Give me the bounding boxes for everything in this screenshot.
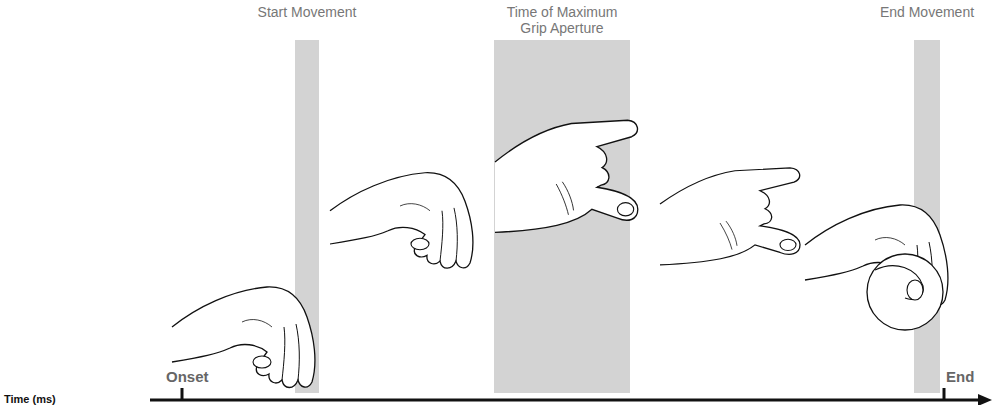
event-band: Start Movement	[295, 40, 319, 393]
axis-label: Time (ms)	[4, 393, 56, 405]
hand-max-aperture	[495, 120, 638, 232]
hand-closing	[660, 168, 800, 265]
onset-tick	[181, 388, 184, 400]
event-band: Time of Maximum Grip Aperture	[494, 40, 630, 393]
event-heading: End Movement	[877, 4, 977, 20]
axis-label: End	[946, 368, 974, 385]
axis-label: Onset	[166, 368, 209, 385]
time-axis	[150, 399, 982, 402]
event-heading: Start Movement	[257, 4, 357, 20]
event-heading: Time of Maximum Grip Aperture	[492, 4, 632, 36]
hand-grasp	[805, 205, 948, 330]
end-tick	[943, 388, 946, 400]
event-band: End Movement	[914, 40, 940, 393]
hand-start	[330, 173, 473, 269]
axis-arrow	[978, 394, 992, 405]
